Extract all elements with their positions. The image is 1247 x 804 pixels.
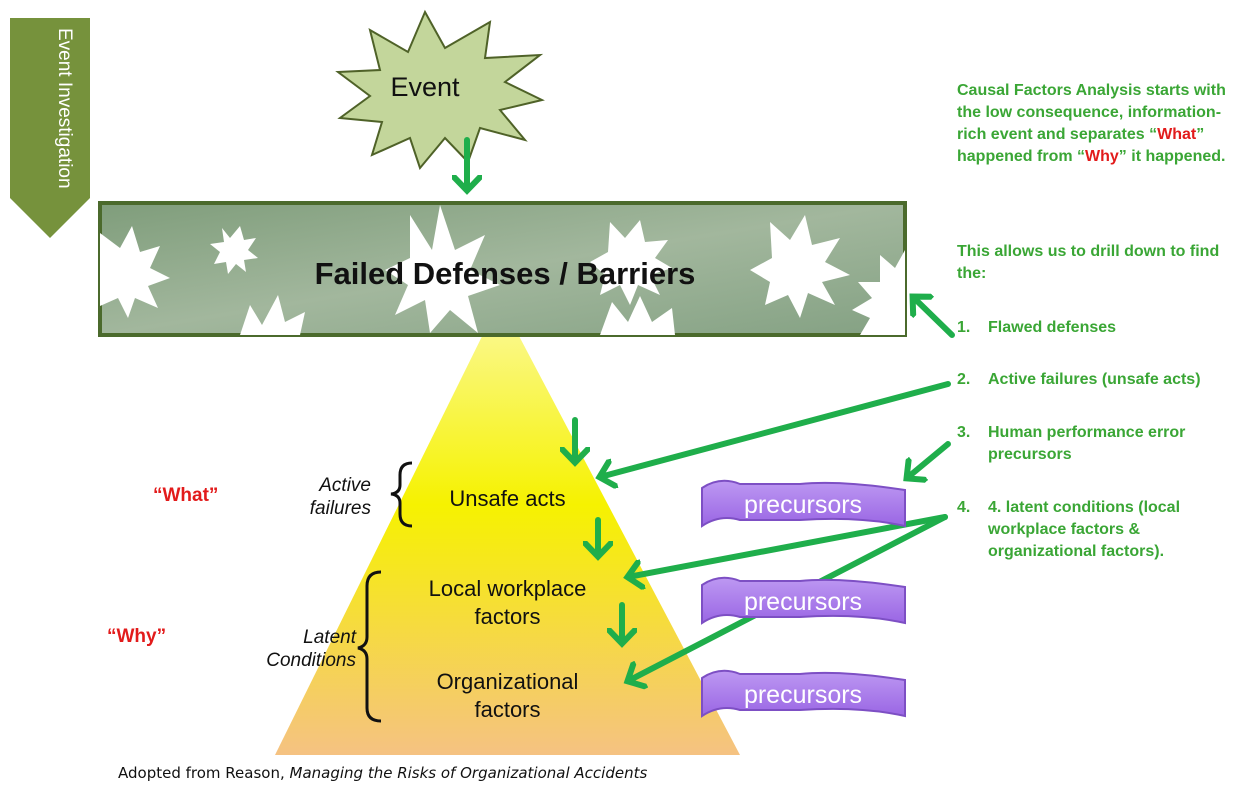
what-label: “What” <box>153 485 219 506</box>
precursor-label-2: precursors <box>743 588 863 616</box>
intro-text-2: ” happened from “ <box>957 126 1205 165</box>
latent-conditions-label: Latent Conditions <box>266 627 356 671</box>
list-text-2: Active failures (unsafe acts) <box>988 371 1201 388</box>
intro-paragraph: Causal Factors Analysis starts with the … <box>957 80 1237 168</box>
failed-defenses-bar <box>98 201 907 337</box>
why-label: “Why” <box>107 626 167 647</box>
intro-what: What <box>1157 126 1197 143</box>
drill-paragraph: This allows us to drill down to find the… <box>957 243 1220 282</box>
footer-prefix: Adopted from Reason, <box>118 764 290 782</box>
precursor-label-1: precursors <box>743 491 863 519</box>
arrow-item-1 <box>913 297 955 338</box>
precursor-banner-2 <box>701 576 906 625</box>
arrow-item-2 <box>600 381 951 477</box>
list-num-3: 3. <box>957 424 971 441</box>
intro-text-3: ” it happened. <box>1118 148 1226 165</box>
list-text-3: Human performance error precursors <box>988 424 1186 463</box>
pyramid-unsafe-acts: Unsafe acts <box>449 486 566 511</box>
brace-latent <box>357 570 382 723</box>
bar-holes <box>100 205 905 335</box>
pyramid-local-workplace: Local workplace factors <box>428 576 587 629</box>
list-num-2: 2. <box>957 371 971 388</box>
pyramid-organizational: Organizational factors <box>436 669 579 722</box>
list-text-1: Flawed defenses <box>988 319 1117 336</box>
event-label: Event <box>390 72 460 102</box>
footer-citation: Adopted from Reason, Managing the Risks … <box>118 764 647 782</box>
list-num-1: 1. <box>957 319 971 336</box>
footer-title: Managing the Risks of Organizational Acc… <box>289 764 648 782</box>
side-label: Event Investigation <box>54 27 75 189</box>
arrow-item-3 <box>907 441 951 478</box>
precursor-banner-1 <box>701 479 906 528</box>
braces <box>357 461 413 723</box>
precursor-banner-3 <box>701 669 906 718</box>
precursor-label-3: precursors <box>743 681 863 709</box>
event-starburst <box>335 9 545 171</box>
intro-why: Why <box>1085 148 1119 165</box>
list-num-4: 4. <box>957 499 971 516</box>
intro-text-1: Causal Factors Analysis starts with the … <box>957 82 1226 143</box>
precursor-banners <box>701 479 906 718</box>
brace-active <box>390 461 413 528</box>
side-chevron <box>10 18 90 238</box>
barrier-title: Failed Defenses / Barriers <box>314 256 696 291</box>
active-failures-label: Active failures <box>309 475 371 519</box>
list-text-4: 4. latent conditions (local workplace fa… <box>988 499 1181 560</box>
arrow-item-4a <box>628 514 948 577</box>
